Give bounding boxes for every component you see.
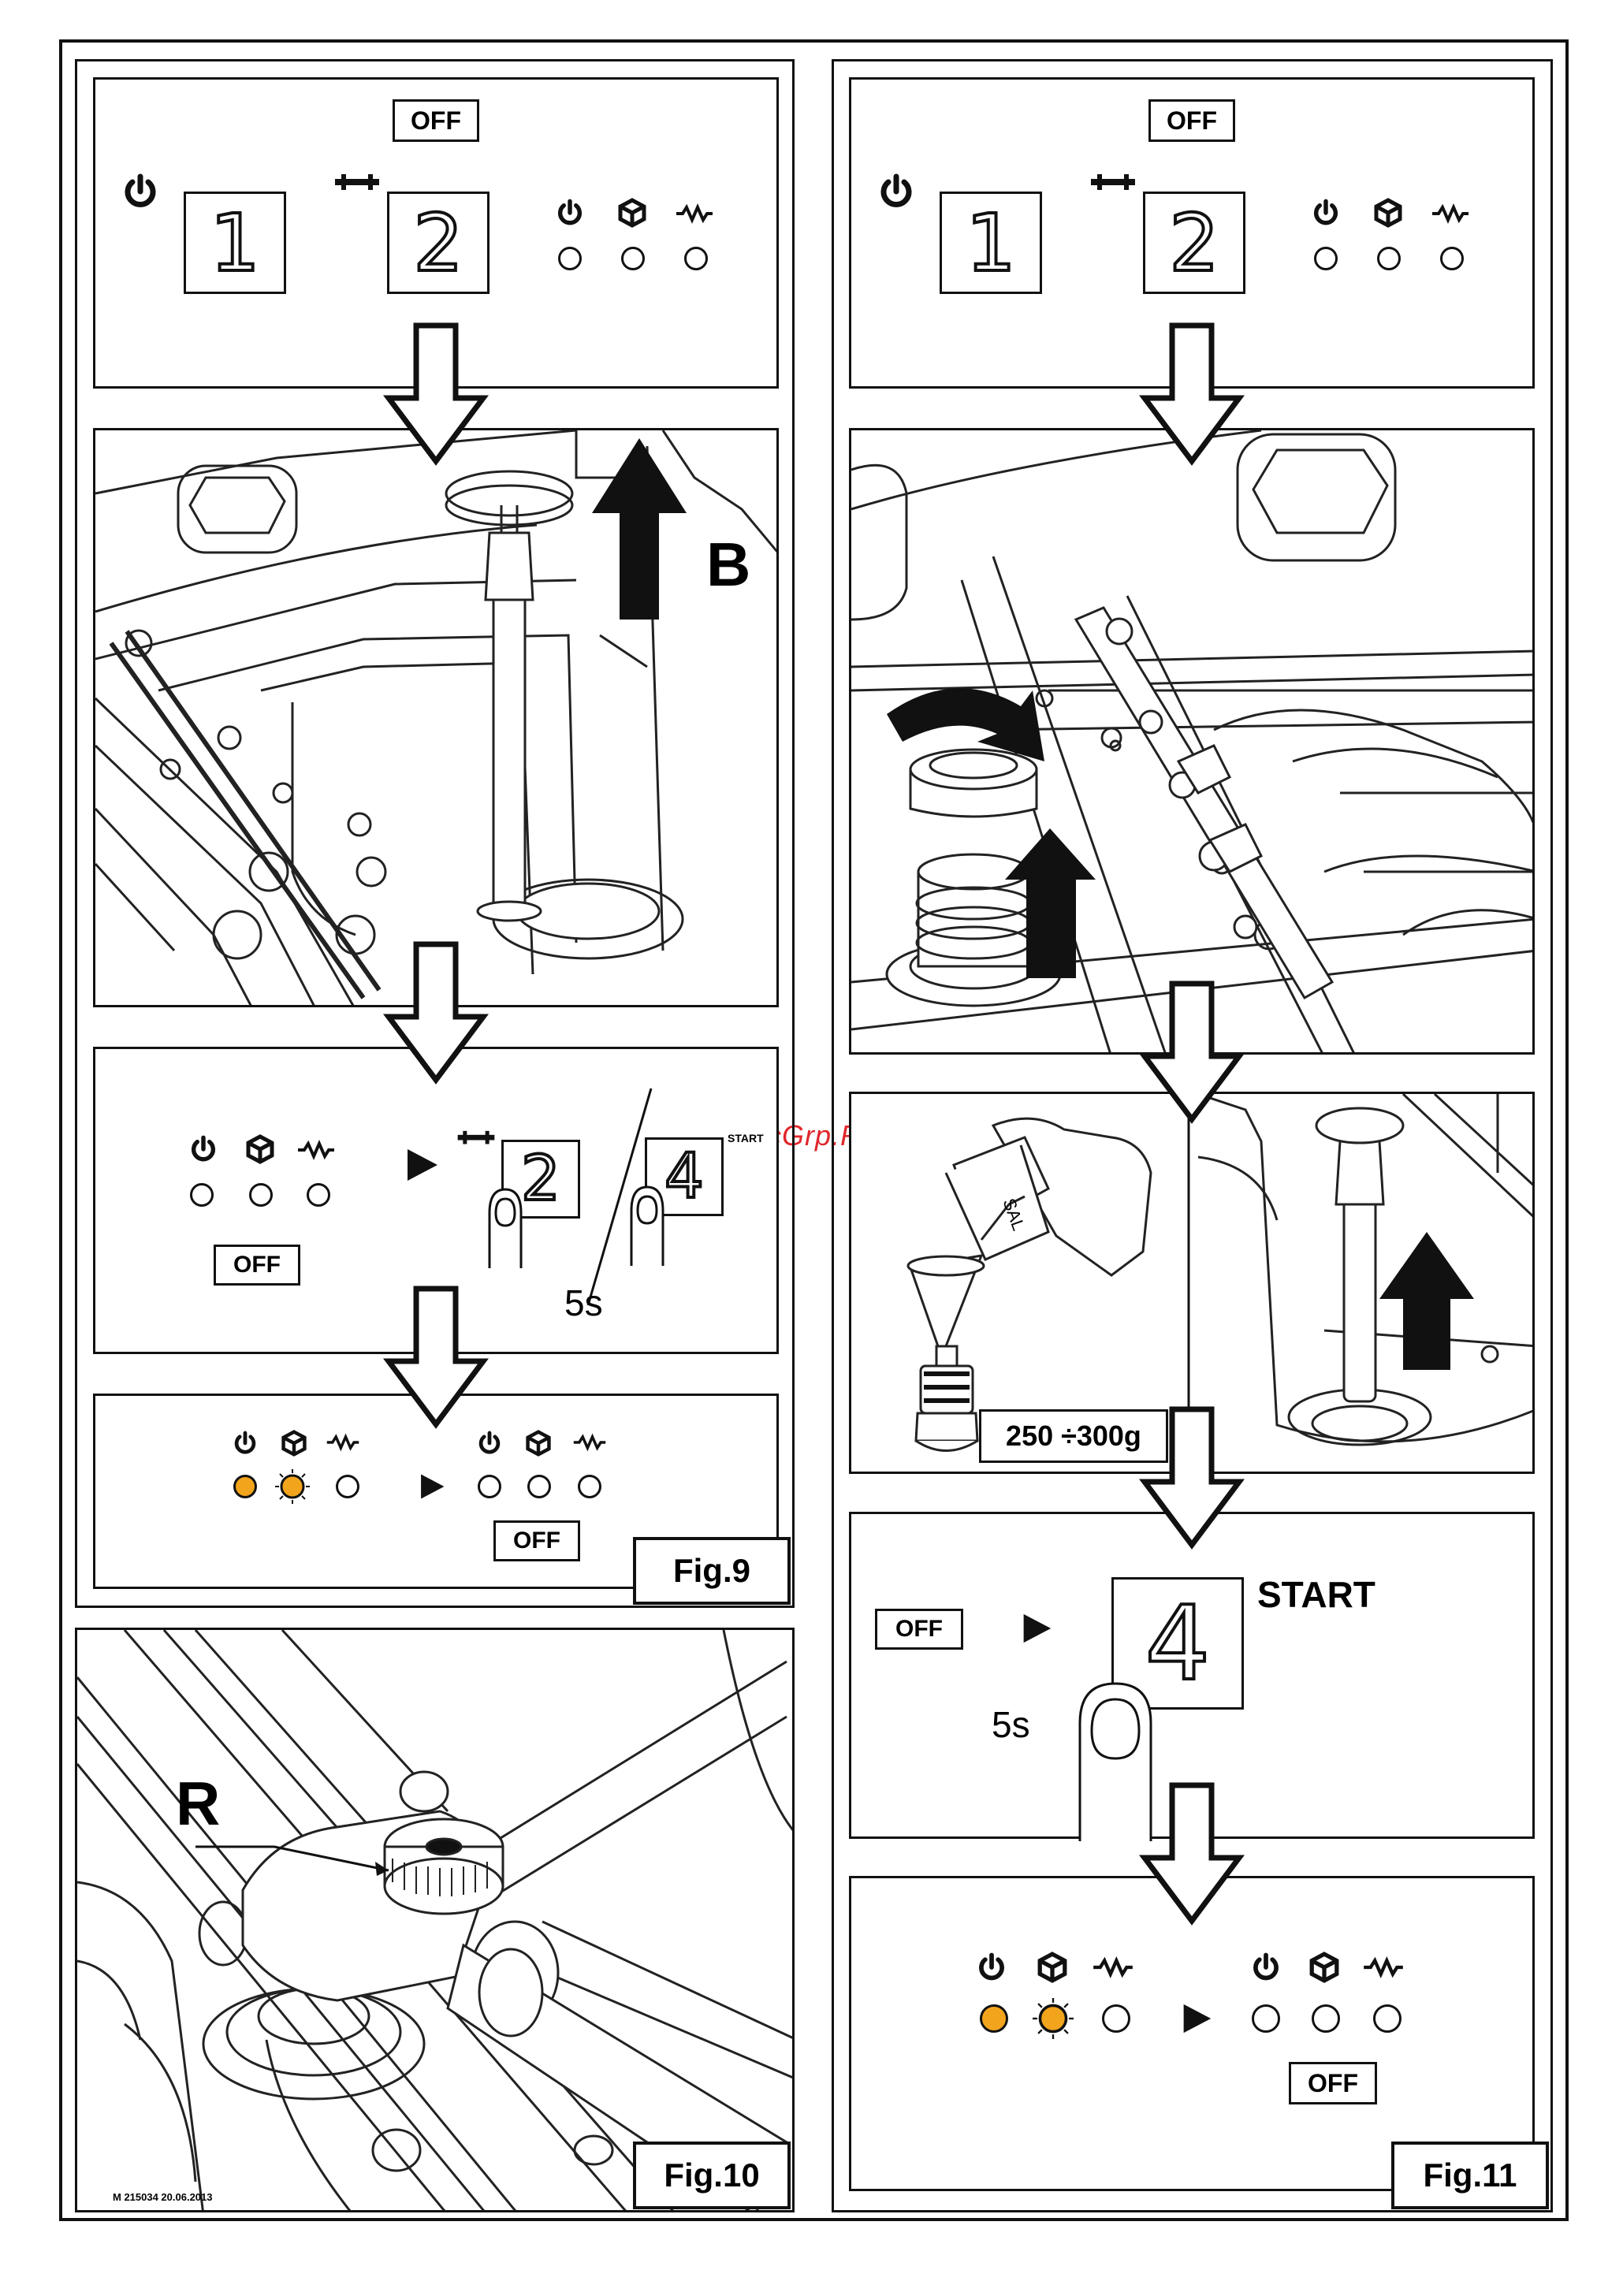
heater-icon <box>296 1142 336 1158</box>
down-arrow-icon <box>1141 1407 1243 1549</box>
drain-icon <box>333 173 381 193</box>
led-salt <box>621 247 645 270</box>
fig9-label: Fig.9 <box>633 1537 791 1605</box>
led-power <box>558 247 582 270</box>
led-power <box>1252 2004 1280 2033</box>
drain-icon <box>1089 173 1137 193</box>
key-2[interactable]: 2 <box>387 192 490 294</box>
led-heater <box>1102 2004 1130 2033</box>
play-arrow-icon <box>1021 1613 1052 1644</box>
hold-time-label: 5s <box>992 1703 1030 1746</box>
salt-amount-label: 250 ÷300g <box>979 1409 1168 1463</box>
led-salt <box>1312 2004 1340 2033</box>
part-label-r: R <box>176 1768 220 1840</box>
fig11-photo-open-salt-container <box>849 428 1535 1055</box>
play-arrow-icon <box>419 1473 445 1500</box>
finger-press-icon <box>624 1179 671 1266</box>
salt-indicator-icon <box>525 1430 552 1457</box>
led-heater <box>336 1475 359 1498</box>
up-arrow-icon <box>1379 1232 1474 1370</box>
down-arrow-icon <box>1141 323 1243 465</box>
drawing-code: M 215034 20.06.2013 <box>113 2191 213 2203</box>
part-label-b: B <box>706 529 750 601</box>
off-label: OFF <box>493 1520 580 1561</box>
key-1[interactable]: 1 <box>940 192 1042 294</box>
off-label: OFF <box>1148 99 1235 142</box>
start-label: START <box>728 1132 764 1144</box>
key-2[interactable]: 2 <box>1143 192 1245 294</box>
heater-icon <box>1362 1959 1405 1976</box>
power-icon <box>557 199 583 226</box>
hold-time-label: 5s <box>564 1282 603 1324</box>
led-heater <box>1440 247 1464 270</box>
power-icon <box>1312 199 1339 226</box>
led-salt <box>249 1183 273 1207</box>
led-heater <box>684 247 708 270</box>
power-icon <box>977 1953 1006 1982</box>
led-heater <box>578 1475 601 1498</box>
up-arrow-icon <box>592 438 687 620</box>
led-power <box>478 1475 501 1498</box>
fig11-label: Fig.11 <box>1391 2142 1549 2209</box>
key-1[interactable]: 1 <box>184 192 286 294</box>
power-icon <box>478 1431 501 1455</box>
led-heater <box>1373 2004 1402 2033</box>
down-arrow-icon <box>1141 1783 1243 1925</box>
heater-icon <box>572 1435 607 1449</box>
fig9-photo-remove-filter: B <box>93 428 779 1007</box>
power-icon <box>1252 1953 1280 1982</box>
play-arrow-icon <box>404 1148 439 1182</box>
salt-indicator-icon <box>245 1134 275 1164</box>
finger-press-icon <box>482 1181 529 1268</box>
heater-icon <box>1092 1959 1134 1976</box>
start-label: START <box>1257 1573 1375 1616</box>
salt-indicator-icon <box>617 198 647 228</box>
down-arrow-icon <box>385 323 487 465</box>
drain-icon <box>456 1129 496 1147</box>
led-heater <box>307 1183 330 1207</box>
power-icon <box>123 174 158 209</box>
down-arrow-icon <box>385 1286 487 1428</box>
salt-indicator-icon <box>1308 1952 1340 1983</box>
led-power <box>1314 247 1338 270</box>
power-icon <box>233 1431 257 1455</box>
led-power-on <box>980 2004 1008 2033</box>
down-arrow-icon <box>385 942 487 1084</box>
salt-indicator-icon <box>1373 198 1403 228</box>
heater-icon <box>675 206 714 221</box>
off-label: OFF <box>214 1245 300 1286</box>
led-salt-blinking <box>1033 1998 1074 2039</box>
play-arrow-icon <box>1181 2003 1212 2034</box>
fig10-frame: R M 215034 20.06.2013 <box>75 1628 795 2212</box>
off-label: OFF <box>875 1609 963 1650</box>
down-arrow-icon <box>1141 981 1243 1123</box>
led-power <box>190 1183 214 1207</box>
power-icon <box>190 1136 217 1163</box>
fig10-label: Fig.10 <box>633 2142 791 2209</box>
heater-icon <box>1431 206 1470 221</box>
salt-indicator-icon <box>281 1430 307 1457</box>
off-label: OFF <box>393 99 479 142</box>
led-power-on <box>233 1475 257 1498</box>
led-salt-blinking <box>275 1469 310 1504</box>
power-icon <box>879 174 914 209</box>
led-salt <box>1377 247 1401 270</box>
salt-indicator-icon <box>1037 1952 1068 1983</box>
led-salt <box>527 1475 551 1498</box>
off-label: OFF <box>1289 2062 1377 2104</box>
heater-icon <box>326 1435 360 1449</box>
